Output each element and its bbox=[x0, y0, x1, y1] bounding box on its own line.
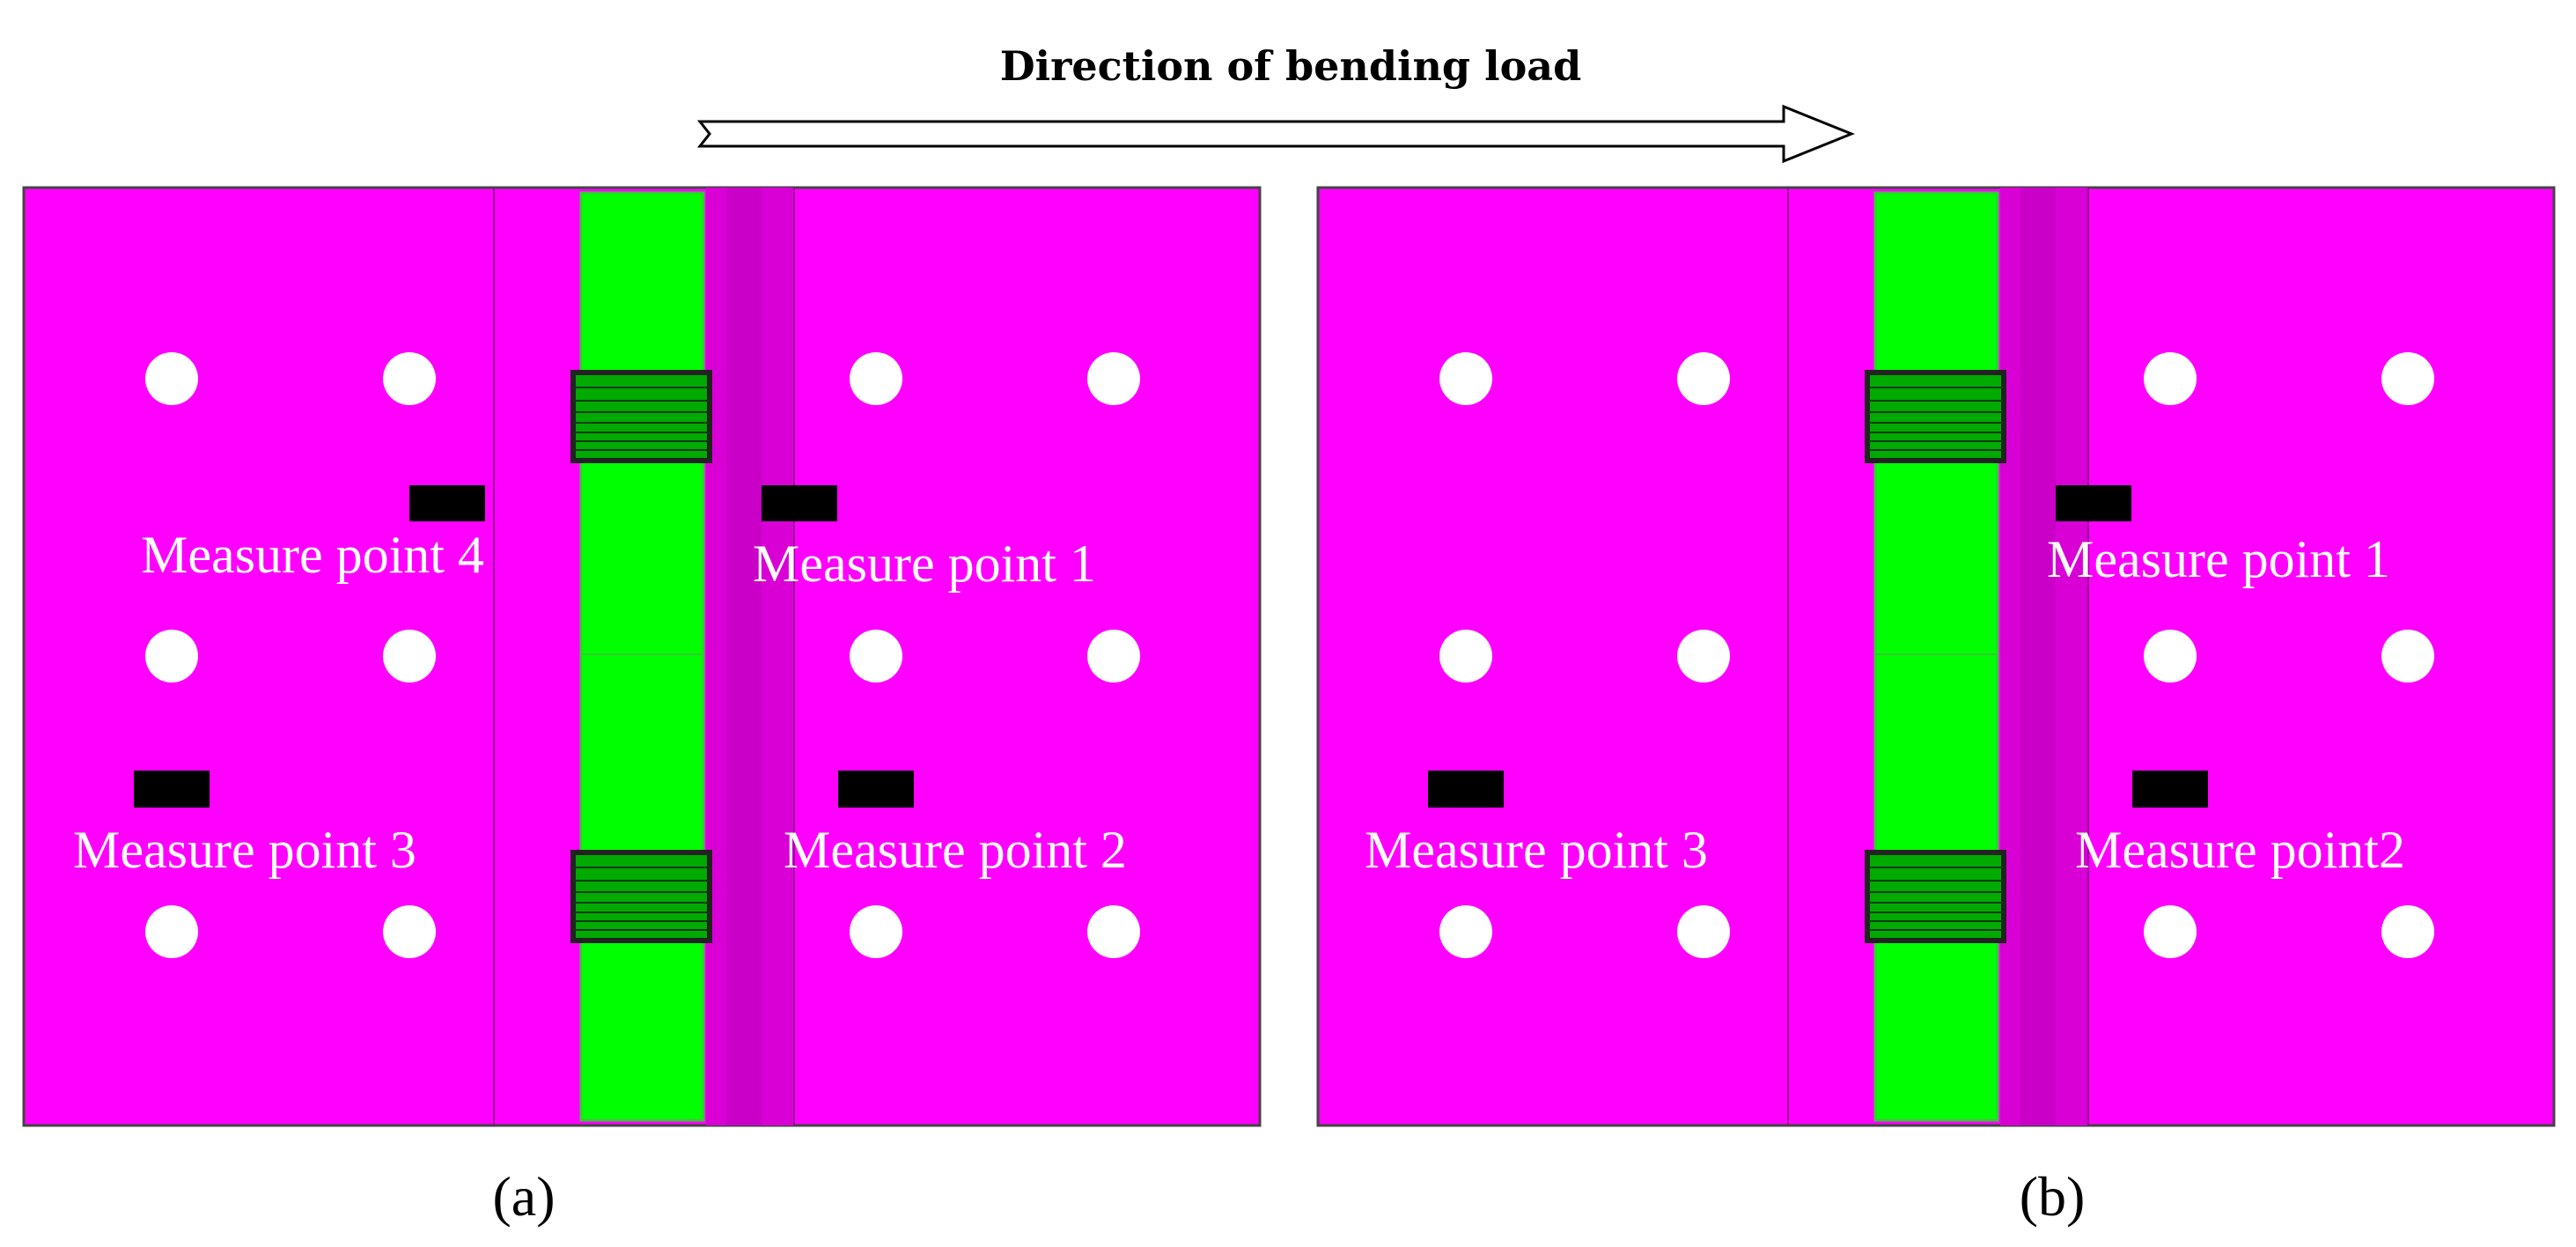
bolt-hole bbox=[383, 905, 436, 958]
panel-caption-b: (b) bbox=[2020, 1165, 2086, 1228]
panel-a: Measure point 4 Measure point 1 Measure … bbox=[22, 186, 1262, 1127]
strain-gauge-4 bbox=[409, 485, 485, 521]
bolt-hole bbox=[850, 630, 902, 683]
bolt-hole bbox=[2144, 905, 2197, 958]
bolt-hole bbox=[2381, 352, 2434, 405]
clamp-bottom bbox=[570, 850, 712, 943]
measure-point-label: Measure point 3 bbox=[1365, 821, 1708, 879]
measure-point-label: Measure point 1 bbox=[2047, 530, 2390, 588]
strain-gauge-1 bbox=[2056, 485, 2131, 521]
bolt-hole bbox=[1439, 630, 1492, 683]
strain-gauge-2 bbox=[838, 771, 914, 808]
measure-point-label: Measure point2 bbox=[2075, 821, 2405, 879]
bolt-hole bbox=[145, 630, 198, 683]
clamp-top bbox=[570, 370, 712, 463]
strain-gauge-3 bbox=[1428, 771, 1504, 808]
bolt-hole bbox=[383, 352, 436, 405]
bolt-hole bbox=[1439, 905, 1492, 958]
clamp-bottom bbox=[1865, 850, 2006, 943]
flange-strip bbox=[1873, 191, 1999, 1122]
bolt-hole bbox=[1677, 630, 1730, 683]
figure-title: Direction of bending load bbox=[1000, 42, 1582, 90]
measure-point-label: Measure point 3 bbox=[73, 821, 416, 879]
bolt-hole bbox=[1087, 905, 1140, 958]
bolt-hole bbox=[2381, 630, 2434, 683]
bolt-hole bbox=[145, 905, 198, 958]
bolt-hole bbox=[1087, 352, 1140, 405]
bolt-hole bbox=[1439, 352, 1492, 405]
bolt-hole bbox=[145, 352, 198, 405]
strain-gauge-3 bbox=[134, 771, 210, 808]
bolt-holes bbox=[1439, 352, 2434, 958]
panel-b: Measure point 1 Measure point 3 Measure … bbox=[1316, 186, 2556, 1127]
measure-point-label: Measure point 1 bbox=[753, 535, 1096, 593]
bolt-hole bbox=[850, 352, 902, 405]
bolt-hole bbox=[2144, 352, 2197, 405]
bolt-hole bbox=[383, 630, 436, 683]
bolt-hole bbox=[2381, 905, 2434, 958]
strain-gauge-1 bbox=[762, 485, 837, 521]
flange-strip bbox=[579, 191, 705, 1122]
bolt-hole bbox=[2144, 630, 2197, 683]
bolt-hole bbox=[1677, 352, 1730, 405]
panel-caption-a: (a) bbox=[492, 1165, 555, 1228]
measure-point-label: Measure point 2 bbox=[784, 821, 1127, 879]
bending-load-arrow bbox=[696, 104, 1856, 164]
bolt-hole bbox=[1677, 905, 1730, 958]
measure-point-label: Measure point 4 bbox=[141, 526, 484, 584]
bolt-hole bbox=[850, 905, 902, 958]
bolt-holes bbox=[145, 352, 1140, 958]
clamp-top bbox=[1865, 370, 2006, 463]
strain-gauge-2 bbox=[2132, 771, 2208, 808]
bolt-hole bbox=[1087, 630, 1140, 683]
